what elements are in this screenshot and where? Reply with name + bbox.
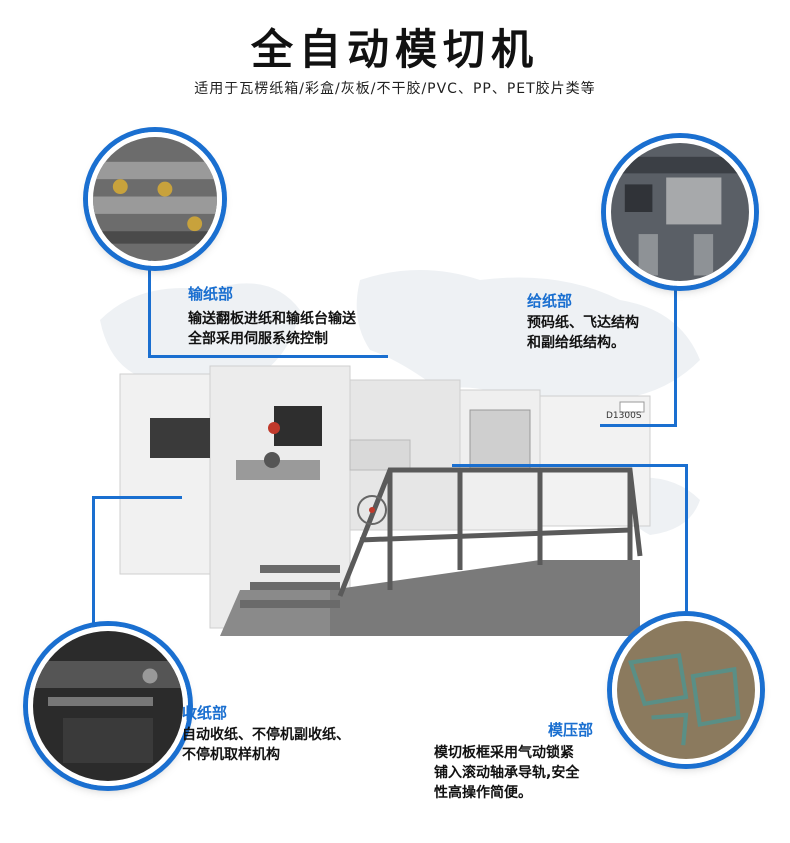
connector-delivery-h [92, 496, 182, 499]
die-line-2: 铺入滚动轴承导轨,安全 [434, 765, 580, 781]
feeder-description: 预码纸、飞达结构 和副给纸结构。 [527, 313, 639, 353]
die-detail-photo [612, 616, 760, 764]
connector-feeder-h [600, 424, 677, 427]
transport-line-1: 输送翻板进纸和输纸台输送 [188, 311, 356, 327]
delivery-title: 收纸部 [182, 704, 228, 722]
page-title: 全自动模切机 [250, 25, 539, 74]
die-line-1: 模切板框采用气动锁紧 [434, 745, 574, 761]
feeder-line-2: 和副给纸结构。 [527, 335, 625, 351]
die-description: 模切板框采用气动锁紧 铺入滚动轴承导轨,安全 性高操作简便。 [434, 743, 579, 803]
transport-detail-photo [88, 132, 222, 266]
connector-die [685, 464, 688, 614]
die-line-3: 性高操作简便。 [434, 785, 532, 801]
die-title: 模压部 [548, 721, 594, 739]
machine-model-label: D1300S [606, 411, 642, 421]
delivery-line-2: 不停机取样机构 [182, 747, 280, 763]
feeder-detail-photo [606, 138, 754, 286]
transport-line-2: 全部采用伺服系统控制 [188, 331, 328, 347]
transport-title: 输纸部 [188, 285, 234, 303]
connector-delivery [92, 496, 95, 628]
connector-feeder [674, 276, 677, 426]
feeder-title: 给纸部 [527, 292, 573, 310]
connector-transport [148, 255, 151, 357]
feeder-line-1: 预码纸、飞达结构 [527, 315, 639, 331]
delivery-description: 自动收纸、不停机副收纸、 不停机取样机构 [182, 725, 350, 765]
transport-description: 输送翻板进纸和输纸台输送 全部采用伺服系统控制 [188, 309, 356, 349]
delivery-line-1: 自动收纸、不停机副收纸、 [182, 727, 350, 743]
delivery-detail-photo [28, 626, 188, 786]
die-cutting-machine-image: D1300S [119, 365, 651, 636]
page-subtitle: 适用于瓦楞纸箱/彩盒/灰板/不干胶/PVC、PP、PET胶片类等 [194, 81, 596, 97]
connector-die-h [452, 464, 688, 467]
connector-transport-h [148, 355, 388, 358]
